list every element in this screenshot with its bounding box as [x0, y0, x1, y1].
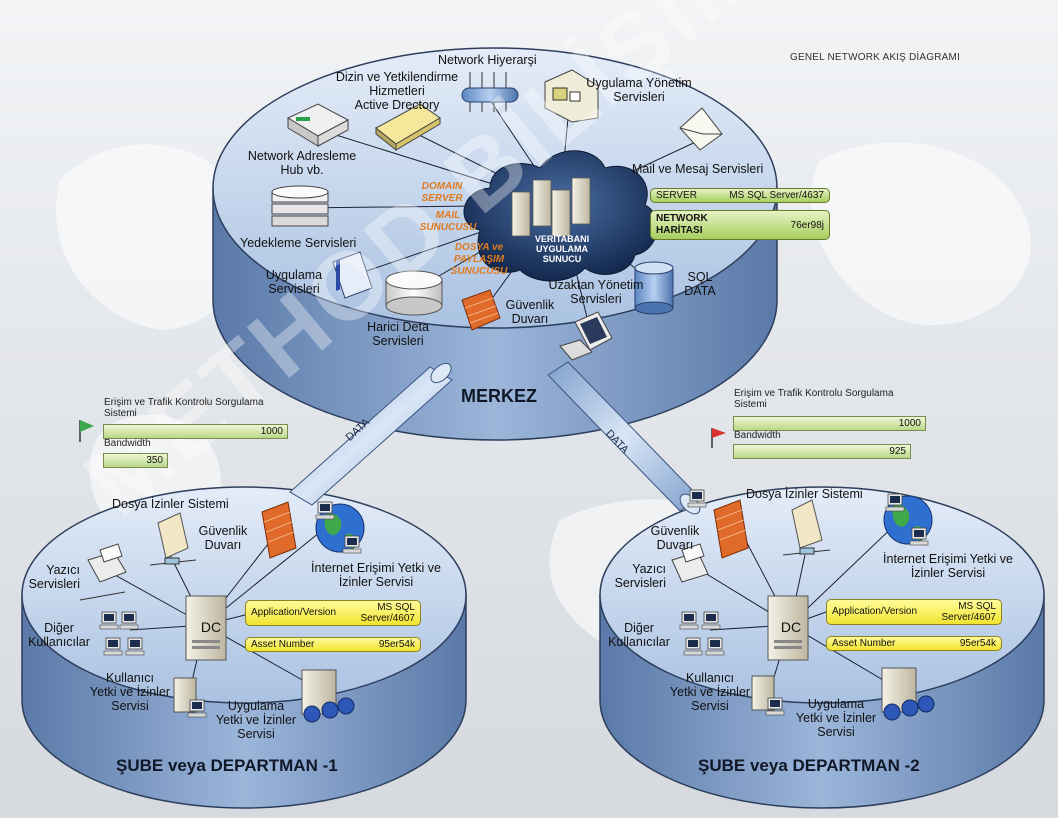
branch1-globe-icon [315, 501, 365, 554]
sql-cylinder-icon [634, 261, 674, 315]
b2-printer-label: Yazıcı Servisleri [614, 562, 666, 590]
b2-file-permission-label: Dosya İzinler Sistemi [746, 487, 863, 501]
green-flag-icon [79, 420, 94, 442]
branch2-title: ŞUBE veya DEPARTMAN -2 [698, 756, 920, 775]
b1-other-users-label: Diğer Kullanıcılar [28, 621, 90, 649]
remote-management-label: Uzaktan Yönetim Servisleri [548, 278, 644, 306]
b2-internet-label: İnternet Erişimi Yetki ve İzinler Servis… [883, 552, 1013, 580]
right-bandwidth-label: Bandwidth [734, 430, 781, 441]
branch1-user-pc-icon [173, 677, 207, 718]
right-access-bar: 1000 [733, 416, 926, 431]
b1-asset-number-tag: Asset Number 95er54k [245, 637, 421, 652]
b2-other-users-label: Diğer Kullanıcılar [608, 621, 670, 649]
network-hierarchy-label: Network Hiyerarşi [438, 53, 537, 67]
red-flag-icon [711, 428, 726, 448]
left-bandwidth-label: Bandwidth [104, 438, 151, 449]
merkez-firewall-label: Güvenlik Duvarı [505, 298, 555, 326]
branch2-firewall-icon [713, 499, 749, 559]
mail-services-label: Mail ve Mesaj Servisleri [632, 162, 764, 176]
app-management-label: Uygulama Yönetim Servisleri [586, 76, 692, 104]
merkez-firewall-icon [461, 289, 501, 331]
data-pipe-left [289, 362, 453, 506]
app-services-label: Uygulama Servisleri [265, 268, 323, 296]
remote-management-pc-icon [559, 311, 613, 361]
b2-asset-number-tag: Asset Number 95er54k [826, 636, 1002, 651]
database-cloud-icon [463, 150, 658, 282]
branch1-printer-icon [79, 543, 127, 601]
b1-dc-label: DC [200, 619, 222, 635]
directory-services-icon [375, 103, 441, 152]
cloud-label: VERİTABANI UYGULAMA SUNUCU [534, 234, 590, 264]
branch1-app-server-icon [301, 669, 355, 723]
branch2-dc-server-icon [767, 595, 809, 661]
right-bandwidth-bar: 925 [733, 444, 911, 459]
network-addressing-label: Network Adresleme Hub vb. [247, 149, 357, 177]
b1-internet-label: İnternet Erişimi Yetki ve İzinler Servis… [311, 561, 441, 589]
b2-dc-label: DC [780, 619, 802, 635]
mail-envelope-icon [679, 107, 723, 151]
sql-data-label: SQL DATA [684, 270, 716, 298]
left-access-label: Erişim ve Trafik Kontrolu Sorgulama Sist… [104, 397, 264, 419]
network-hierarchy-icon [461, 72, 519, 112]
branch2-user-pc-icon [751, 675, 785, 716]
directory-services-label: Dizin ve Yetkilendirme Hizmetleri Active… [335, 70, 459, 112]
branch1-file-folder-icon [149, 512, 197, 566]
b1-printer-label: Yazıcı Servisleri [28, 563, 80, 591]
b1-firewall-label: Güvenlik Duvarı [198, 524, 248, 552]
diagram-title: GENEL NETWORK AKIŞ DİAGRAMI [790, 52, 961, 63]
app-management-icon [544, 69, 599, 123]
branch2-file-folder-icon [782, 499, 831, 556]
b2-app-permission-label: Uygulama Yetki ve İzinler Servisi [795, 697, 877, 739]
right-access-label: Erişim ve Trafik Kontrolu Sorgulama Sist… [734, 388, 894, 410]
branch2-app-server-icon [881, 667, 935, 721]
b1-file-permission-label: Dosya İzinler Sistemi [112, 497, 229, 511]
branch2-globe-icon [883, 493, 933, 546]
server-info-tag: SERVER MS SQL Server/4637 [650, 188, 830, 203]
external-data-label: Harici Deta Servisleri [367, 320, 429, 348]
b2-user-permission-label: Kullanıcı Yetki ve İzinler Servisi [669, 671, 751, 713]
left-bandwidth-bar: 350 [103, 453, 168, 468]
branch1-firewall-icon [261, 501, 297, 559]
branch1-title: ŞUBE veya DEPARTMAN -1 [116, 756, 338, 775]
b2-firewall-label: Güvenlik Duvarı [650, 524, 700, 552]
b1-user-permission-label: Kullanıcı Yetki ve İzinler Servisi [89, 671, 171, 713]
b1-app-permission-label: Uygulama Yetki ve İzinler Servisi [215, 699, 297, 741]
merkez-title: MERKEZ [461, 386, 537, 406]
branch2-printer-icon [671, 489, 709, 583]
backup-services-label: Yedekleme Servisleri [240, 236, 357, 250]
backup-stack-icon [271, 185, 329, 227]
mail-server-label: MAIL SUNUCUSU [419, 210, 477, 233]
left-access-bar: 1000 [103, 424, 288, 439]
file-share-server-label: DOSYA ve PAYLAŞIM SUNUCUSU [450, 242, 508, 277]
external-data-cylinder-icon [385, 270, 443, 316]
hub-icon [286, 103, 350, 147]
domain-server-label: DOMAIN SERVER [421, 181, 463, 204]
branch1-dc-server-icon [185, 595, 227, 661]
app-window-icon [332, 251, 373, 299]
